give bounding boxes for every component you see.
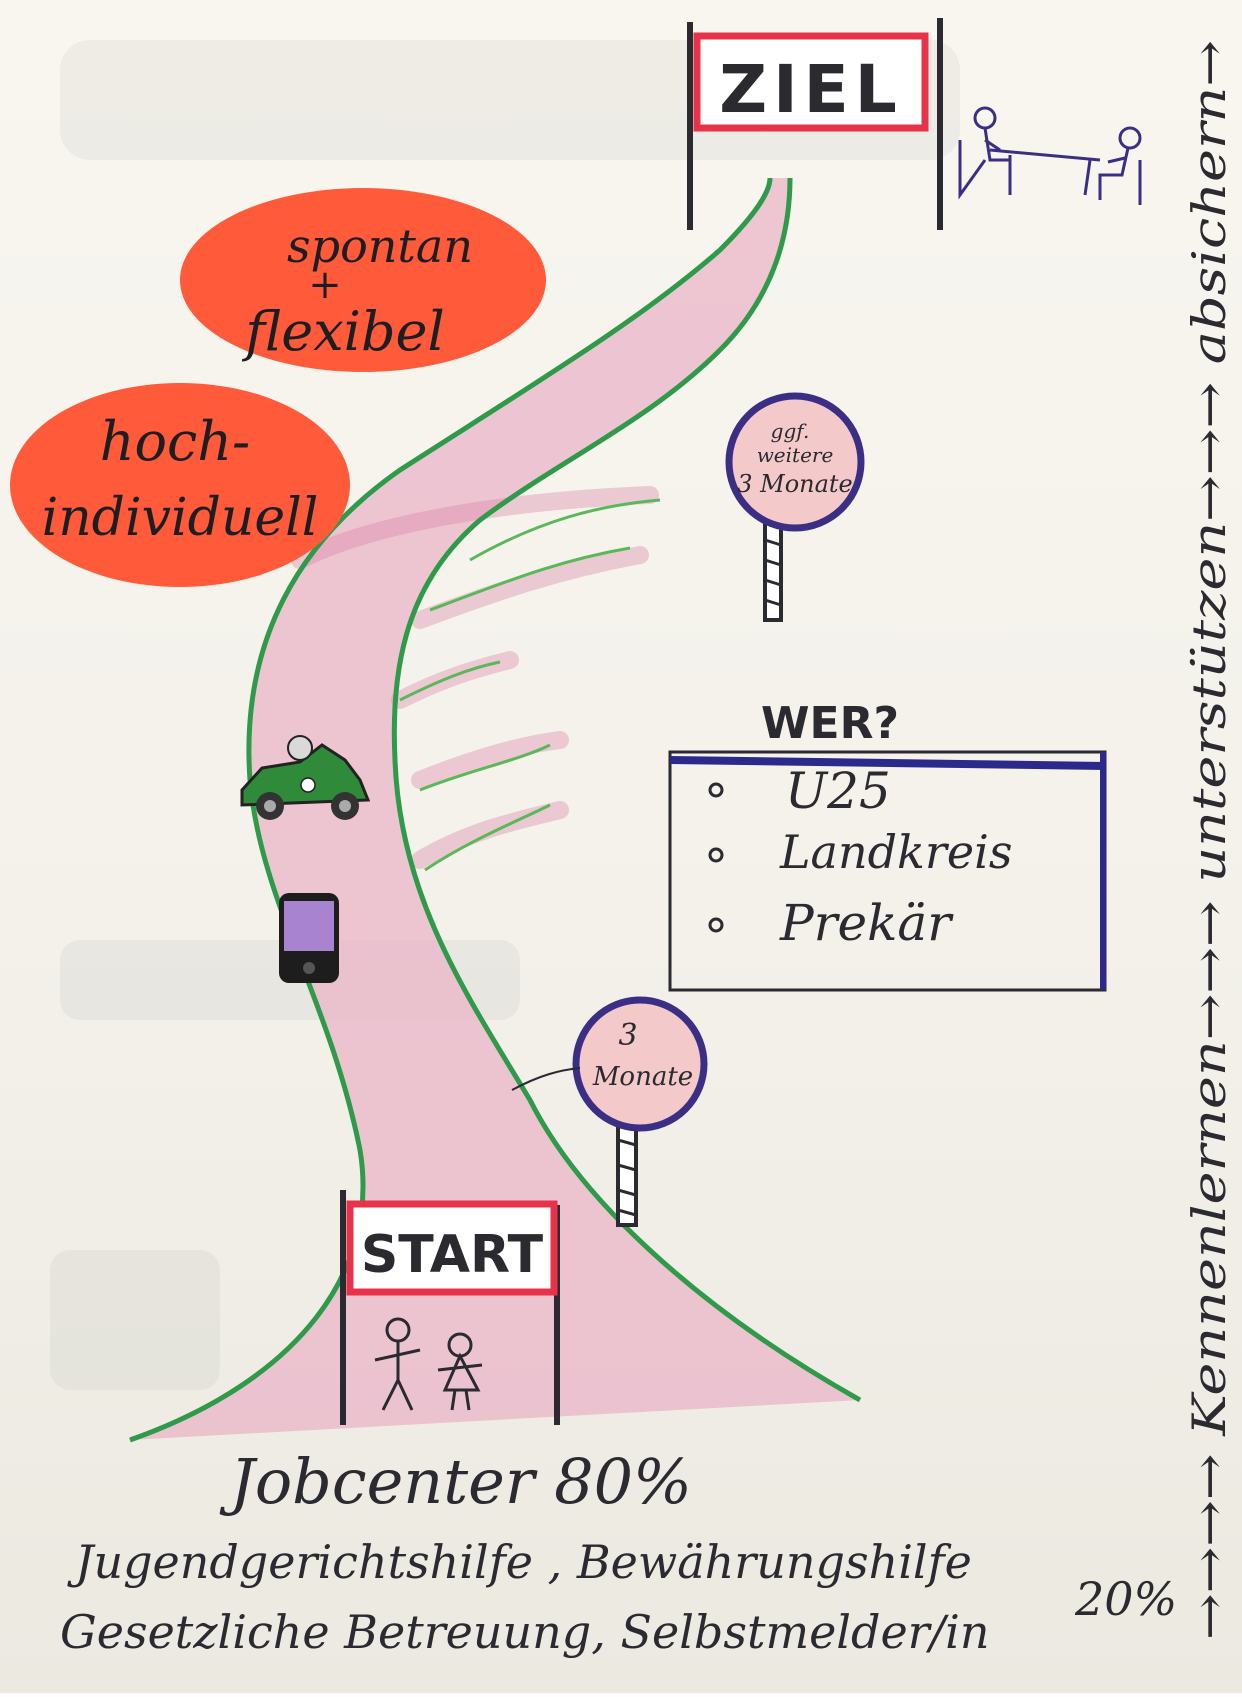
meeting-drawing (958, 106, 1142, 205)
oval-bottom-line2: individuell (42, 488, 319, 548)
jobcenter-label: Jobcenter 80% (219, 1445, 692, 1518)
oval-hochindividuell: hoch- individuell (10, 383, 350, 587)
who-item-u25: U25 (785, 762, 891, 820)
side-process-label: →→→→ Kennenlernen→→→ unterstützen→→→ abs… (1182, 40, 1236, 1640)
sign-upper-line3: 3 Monate (737, 470, 853, 498)
sign-upper-line2: weitere (757, 443, 834, 467)
oval-top-line3: flexibel (241, 300, 445, 363)
stick-figures (374, 1317, 483, 1411)
start-label: START (361, 1225, 544, 1285)
oval-top-line2: + (308, 262, 342, 308)
side-process-text: →→→→ Kennenlernen→→→ unterstützen→→→ abs… (1182, 40, 1236, 1640)
oval-top-line1: spontan (287, 219, 473, 273)
who-box: WER? U25 Landkreis Prekär (668, 698, 1107, 992)
bottom-labels: Jobcenter 80% Jugendgerichtshilfe , Bewä… (60, 1445, 1177, 1659)
sign-upper: ggf. weitere 3 Monate (725, 392, 865, 622)
bottom-line1: Jugendgerichtshilfe , Bewährungshilfe (67, 1535, 972, 1589)
smartphone-icon (279, 893, 339, 983)
who-box-title: WER? (761, 698, 899, 749)
oval-bottom-line1: hoch- (100, 410, 251, 473)
sign-lower-line1: 3 (618, 1018, 637, 1053)
race-car-icon (240, 735, 371, 820)
goal-label: ZIEL (719, 51, 903, 128)
sign-lower: 3 Monate (511, 996, 708, 1227)
bottom-line2: Gesetzliche Betreuung, Selbstmelder/in (60, 1605, 990, 1659)
oval-spontan: spontan + flexibel (180, 188, 546, 372)
road-edge-right (391, 177, 862, 1403)
sign-upper-line1: ggf. (771, 419, 810, 443)
who-item-prekaer: Prekär (779, 894, 954, 952)
sign-lower-line2: Monate (592, 1062, 693, 1092)
start-banner: START (340, 1190, 560, 1425)
who-item-landkreis: Landkreis (779, 825, 1012, 879)
goal-banner: ZIEL (687, 18, 943, 230)
percent-20-label: 20% (1074, 1572, 1177, 1626)
